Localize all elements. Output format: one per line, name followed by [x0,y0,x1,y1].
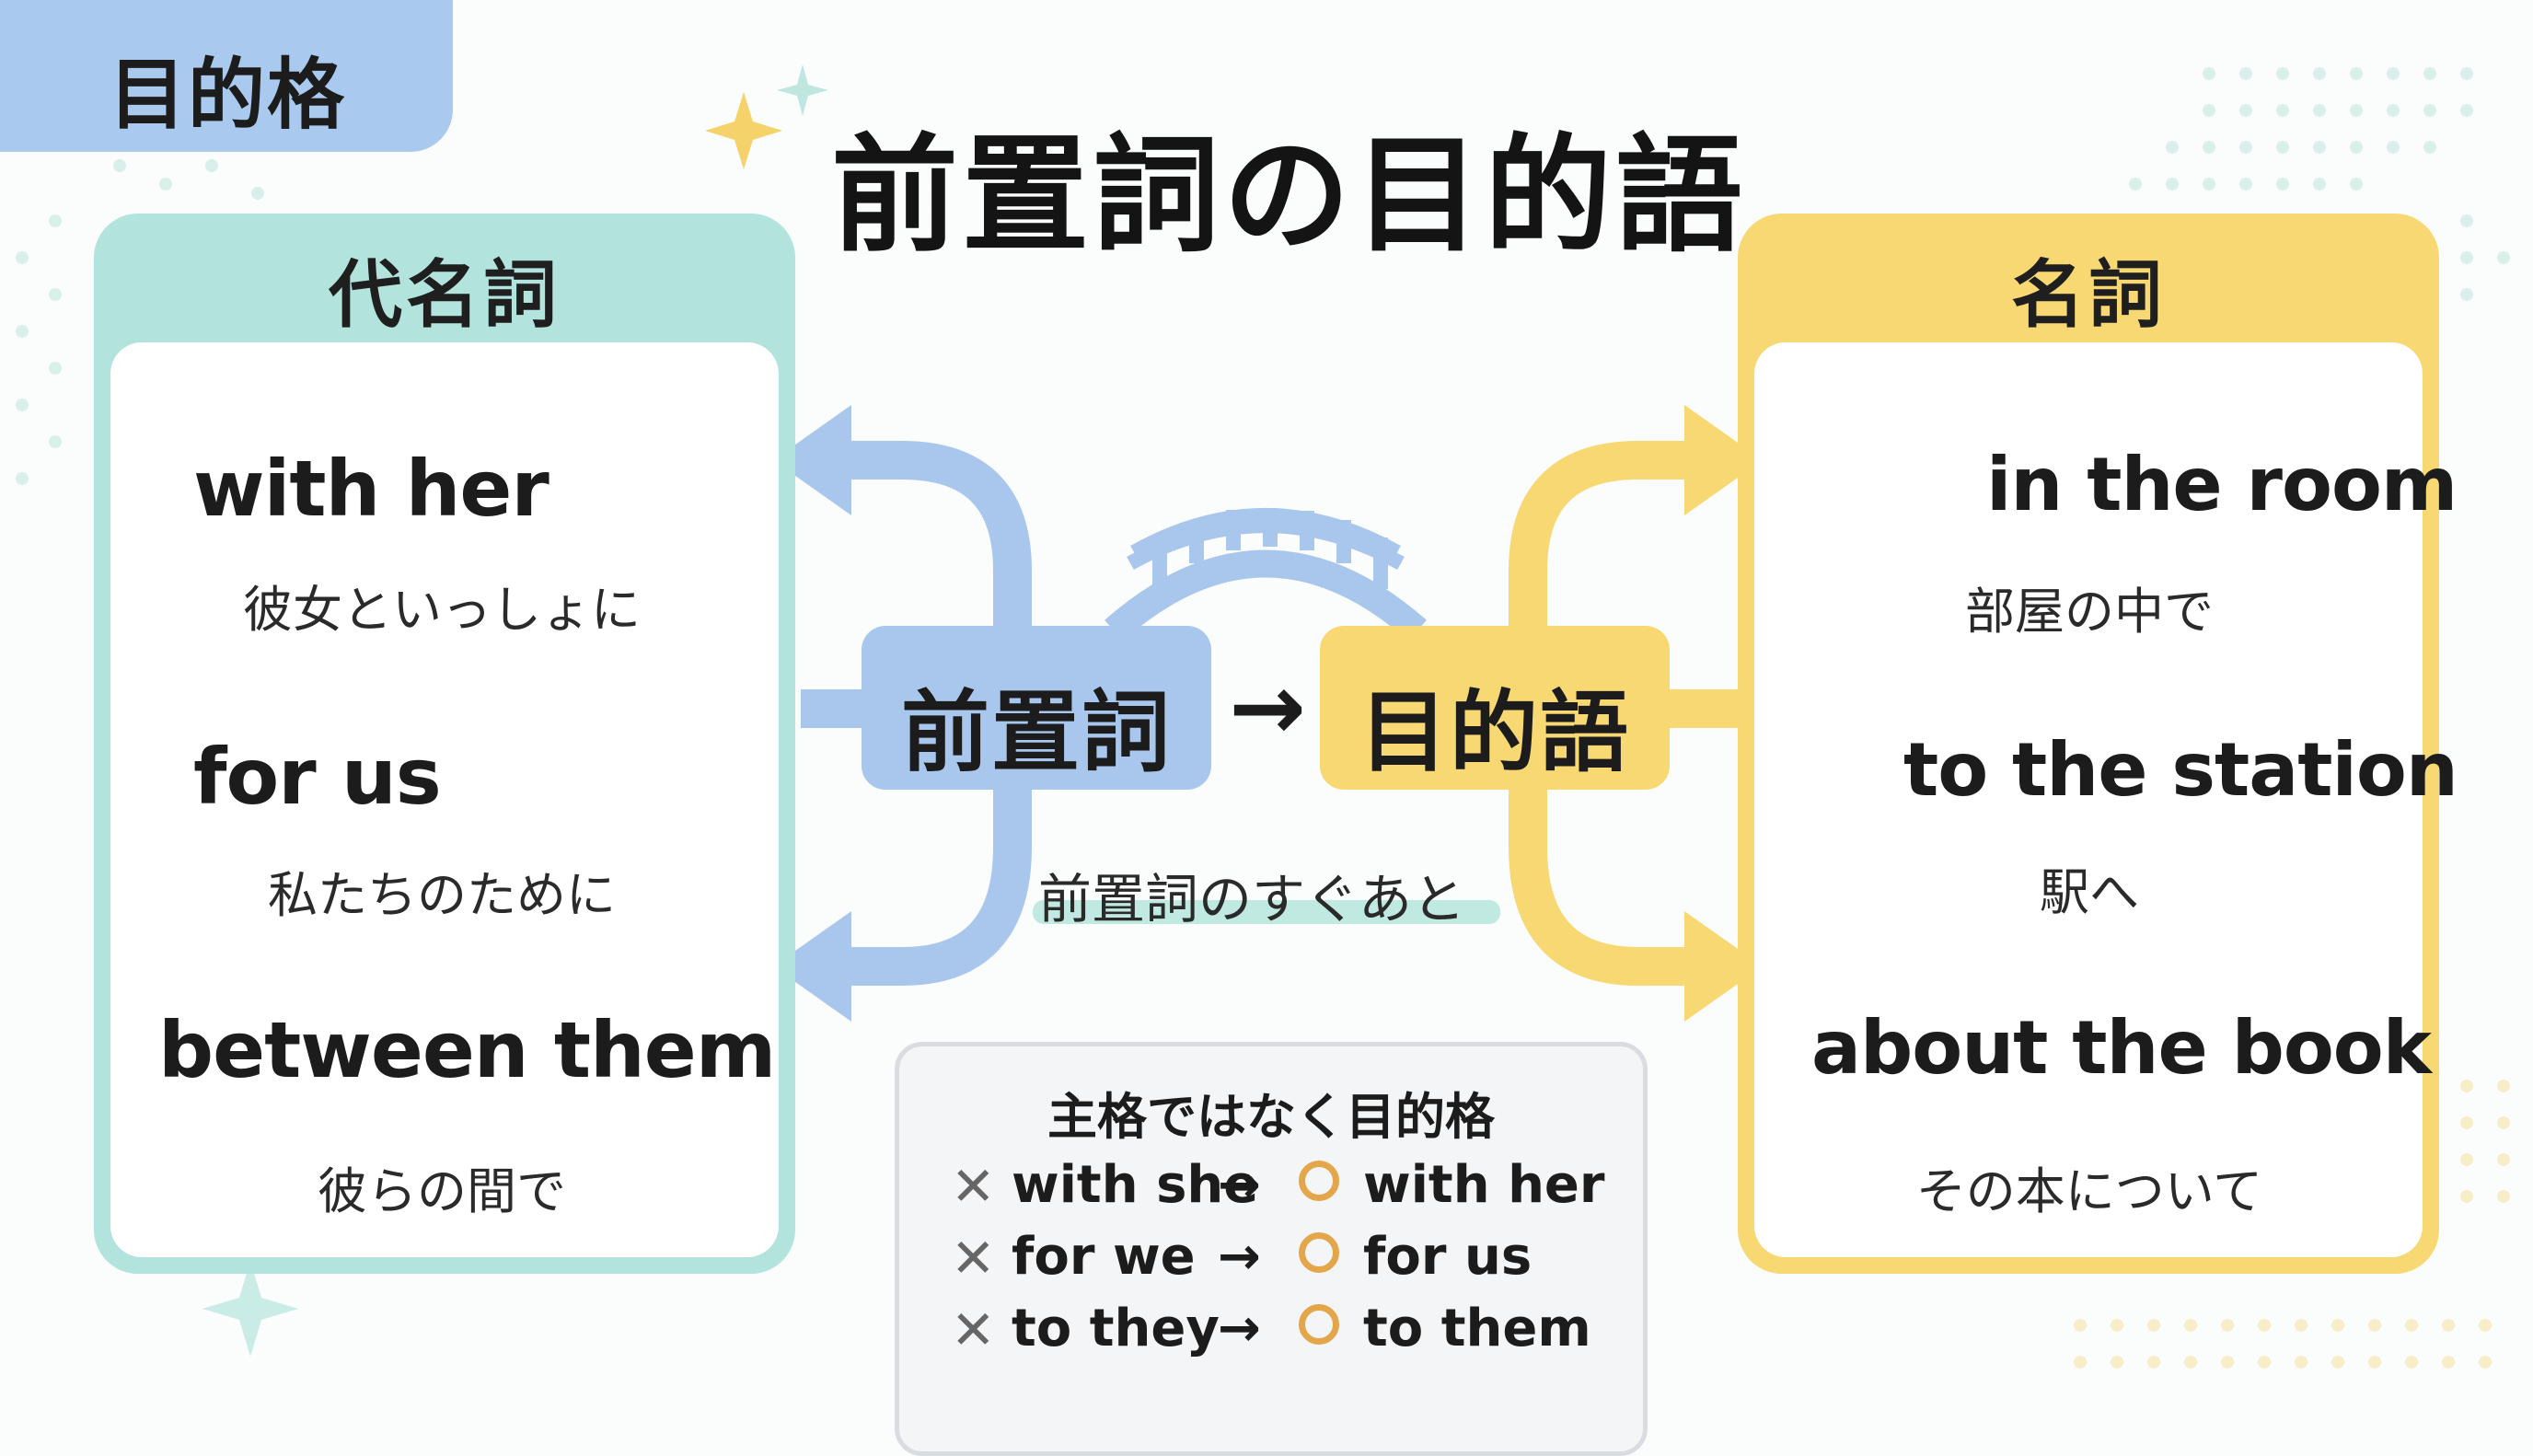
phrase-preposition: with [193,444,406,534]
gloss-in-the-room: 部屋の中で [1965,583,2214,641]
wrong-mark-icon: ✕ [951,1299,996,1361]
phrase-with-her: with her [193,444,549,534]
phrase-in-the-room: in the room [1986,442,2458,527]
correct-form: for us [1363,1227,1533,1287]
row-arrow: → [1218,1227,1261,1287]
wrong-mark-icon: ✕ [951,1155,996,1218]
correct-circle-icon [1299,1161,1339,1201]
case-note-box: 主格ではなく目的格 ✕ with she → with her ✕ for we… [895,1042,1648,1456]
preposition-label: 前置詞 [901,681,1172,784]
phrase-preposition: for [193,732,341,822]
phrase-for-us: for us [193,732,442,822]
pronoun-panel-body [110,342,779,1257]
gloss-with-her: 彼女といっしょに [243,581,641,639]
noun-panel-body [1754,342,2423,1257]
dot-pattern-left [16,159,264,485]
correct-circle-icon [1299,1232,1339,1273]
phrase-to-the-station: to the station [1903,727,2458,813]
corner-tag-label: 目的格 [109,50,347,140]
sparkle-icon [705,92,782,169]
center-arrow: → [1229,653,1306,761]
gloss-to-the-station: 駅へ [2040,863,2139,921]
wrong-form: for we [1012,1227,1196,1287]
correct-form: with her [1363,1155,1605,1215]
dot-pattern-bottom-right [2074,1080,2510,1369]
wrong-mark-icon: ✕ [951,1227,996,1289]
object-label: 目的語 [1359,681,1630,784]
case-note-title: 主格ではなく目的格 [1047,1088,1495,1146]
correct-form: to them [1363,1299,1591,1358]
blue-arrowhead-bottom [773,911,851,1022]
phrase-between-them: between them [158,1005,776,1095]
wrong-form: with she [1012,1155,1259,1215]
phrase-object: them [553,1005,776,1095]
gloss-for-us: 私たちのために [268,866,616,924]
phrase-object: us [341,732,442,822]
yellow-connector [1509,441,1738,986]
after-label-highlight [1033,900,1500,924]
dot-pattern-top-right [2129,67,2510,301]
gloss-between-them: 彼らの間で [318,1162,566,1220]
phrase-preposition: between [158,1005,554,1095]
yellow-arrowhead-top [1684,405,1763,515]
pronoun-panel-heading: 代名詞 [329,252,561,338]
sparkle-icon [777,64,828,116]
page-title: 前置詞の目的語 [830,121,1746,270]
row-arrow: → [1218,1299,1261,1358]
phrase-object: her [405,444,549,534]
wrong-form: to they [1012,1299,1220,1358]
noun-panel: 名詞 [1738,214,2439,1274]
object-box: 目的語 [1320,626,1670,790]
yellow-arrowhead-bottom [1684,911,1763,1022]
pronoun-panel: 代名詞 [94,214,795,1274]
noun-panel-heading: 名詞 [2011,252,2166,338]
blue-connector [801,441,1032,986]
sparkle-icon [202,1261,298,1357]
row-arrow: → [1218,1155,1261,1215]
gloss-about-the-book: その本について [1915,1162,2263,1220]
preposition-box: 前置詞 [862,626,1211,790]
phrase-about-the-book: about the book [1811,1005,2432,1091]
correct-circle-icon [1299,1304,1339,1345]
corner-tag: 目的格 [0,0,453,152]
blue-arrowhead-top [773,405,851,515]
bridge-icon [1105,508,1427,641]
after-preposition-label: 前置詞のすぐあと [1038,868,1466,930]
